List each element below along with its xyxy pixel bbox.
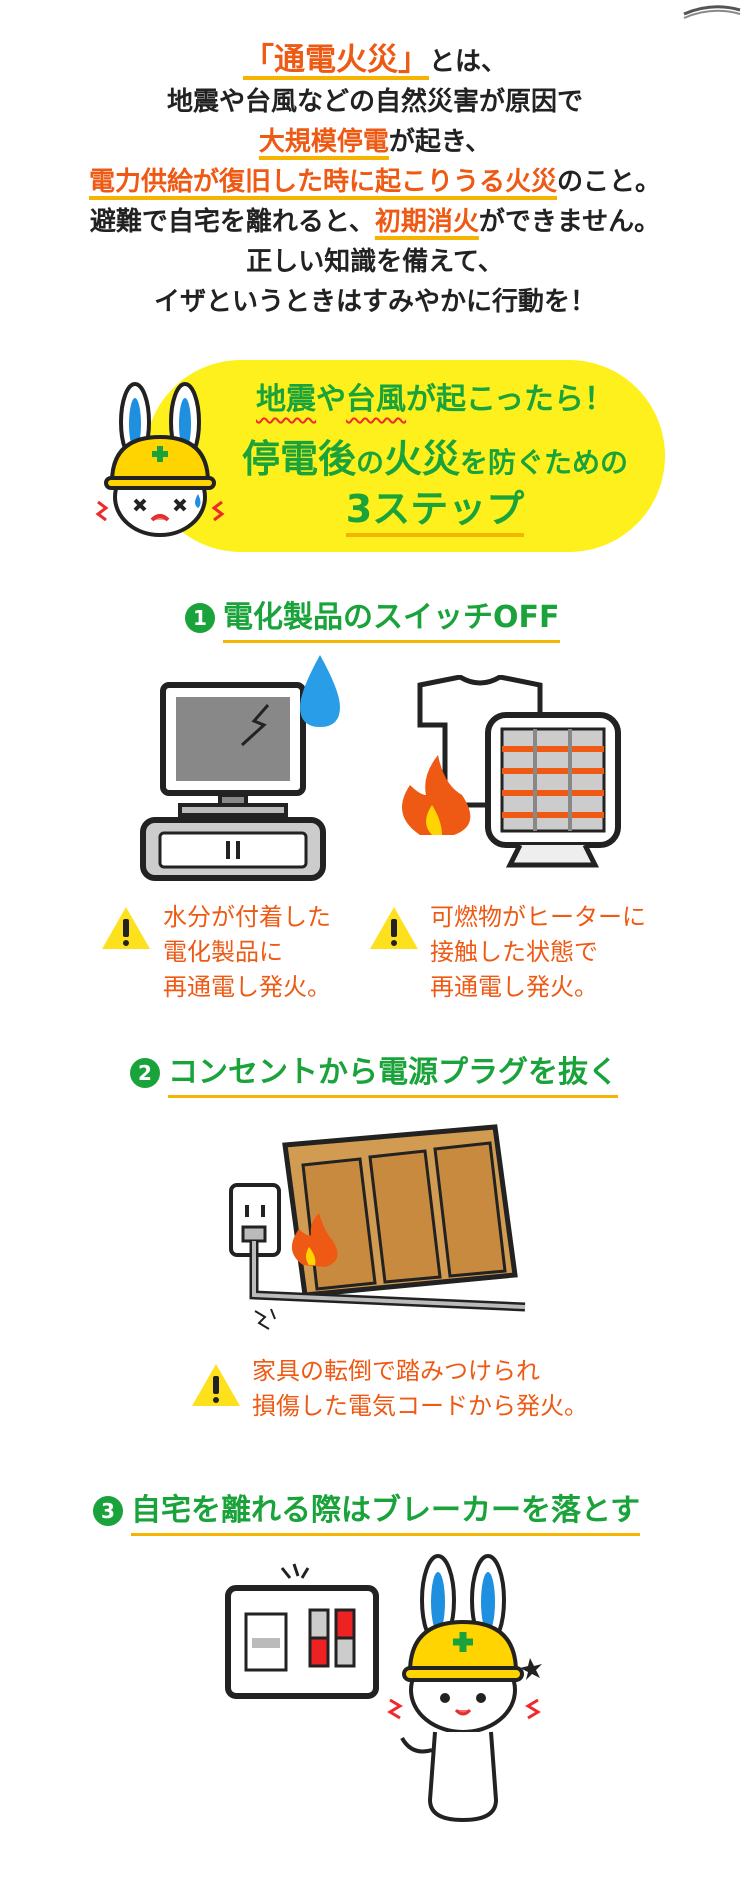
step-number-badge: 2	[130, 1057, 160, 1088]
step-2-heading: 2 コンセントから電源プラグを抜く	[130, 1047, 618, 1098]
intro-line-5: 避難で自宅を離れると、初期消火ができません。	[89, 207, 661, 237]
shirt-heater-fire-icon	[402, 675, 621, 868]
step-1-warning-2: 可燃物がヒーターに 接触した状態で 再通電し発火。	[430, 903, 646, 1001]
warning-triangle-icon	[192, 1364, 240, 1406]
step-2-warning-1: 家具の転倒で踏みつけられ 損傷した電気コードから発火。	[252, 1357, 588, 1420]
broken-tv-icon	[140, 655, 340, 881]
intro-term: 「通電火災」	[242, 42, 429, 78]
intro-line-1: 「通電火災」とは、	[242, 42, 507, 78]
step-1-heading: 1 電化製品のスイッチOFF	[185, 592, 560, 643]
intro-line-4: 電力供給が復旧した時に起こりうる火災のこと。	[88, 167, 662, 197]
warning-triangle-icon	[102, 907, 150, 949]
step-number-badge: 3	[93, 1495, 123, 1526]
intro-text: 「通電火災」とは、 地震や台風などの自然災害が原因で 大規模停電が起き、 電力供…	[0, 40, 750, 322]
rabbit-mascot-panicked-icon	[95, 382, 225, 537]
step-3-heading: 3 自宅を離れる際はブレーカーを落とす	[93, 1485, 641, 1536]
intro-line-7: イザというときはすみやかに行動を！	[153, 287, 596, 317]
intro-line-6: 正しい知識を備えて、	[246, 247, 504, 277]
fallen-cabinet-plug-icon	[229, 1124, 526, 1330]
step-number-badge: 1	[185, 602, 215, 633]
banner-background	[145, 360, 665, 552]
breaker-panel-icon	[225, 1563, 379, 1699]
step-1-warning-1: 水分が付着した 電化製品に 再通電し発火。	[163, 903, 331, 1001]
corner-swoosh-icon	[683, 5, 741, 19]
warning-triangle-icon	[370, 907, 418, 949]
intro-line-3: 大規模停電が起き、	[258, 127, 492, 157]
banner-subheadline: 停電後の火災を防ぐための	[241, 437, 629, 481]
rabbit-mascot-pointing-icon	[387, 1554, 542, 1823]
intro-line-2: 地震や台風などの自然災害が原因で	[166, 87, 583, 117]
banner-steps-title: 3ステップ	[215, 478, 655, 537]
banner-headline: 地震や台風が起こったら！	[256, 382, 614, 417]
